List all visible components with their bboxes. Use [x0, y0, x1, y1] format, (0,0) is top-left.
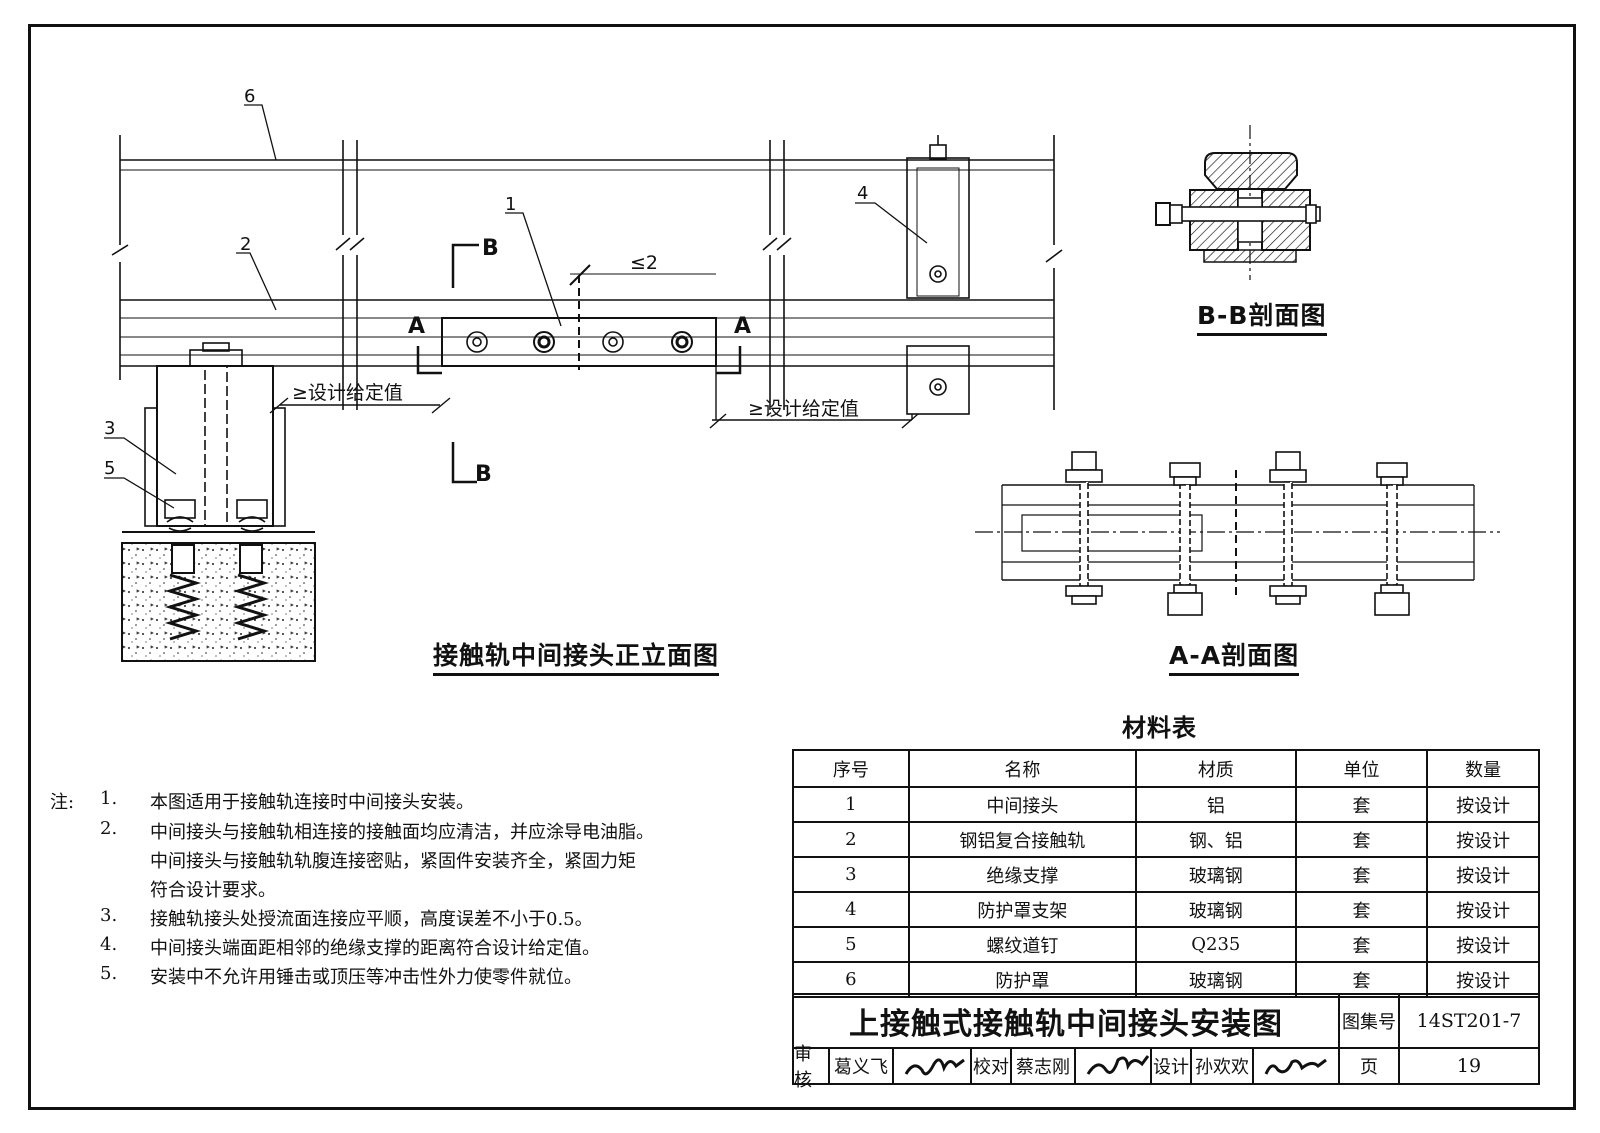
callout-4: 4 [857, 183, 869, 204]
table-cell: 1 [792, 786, 910, 823]
table-cell: 套 [1294, 856, 1429, 893]
checker-signature [1076, 1049, 1152, 1085]
section-mark-a-right: A [734, 314, 753, 339]
table-cell: 玻璃钢 [1135, 891, 1297, 928]
table-cell: 玻璃钢 [1135, 856, 1297, 893]
table-cell: 套 [1294, 821, 1429, 858]
table-cell: 防护罩支架 [907, 891, 1138, 928]
notes-lead: 注: [50, 792, 75, 813]
table-header-cell: 数量 [1426, 749, 1540, 788]
elevation-view-title: 接触轨中间接头正立面图 [433, 636, 720, 676]
table-cell: 套 [1294, 786, 1429, 823]
table-cell: 套 [1294, 926, 1429, 963]
table-cell: Q235 [1135, 926, 1297, 963]
callout-5: 5 [104, 458, 116, 479]
table-header-cell: 单位 [1294, 749, 1429, 788]
gap-label: ≤2 [630, 252, 659, 274]
section-aa-drawing [975, 451, 1500, 616]
title-block: 上接触式接触轨中间接头安装图 图集号 14ST201-7 审核 葛义飞 校对 蔡… [792, 993, 1540, 1091]
design-label: 设计 [1152, 1049, 1192, 1085]
table-header-cell: 序号 [792, 749, 910, 788]
review-label: 审核 [792, 1044, 830, 1091]
section-mark-b-top: B [482, 236, 500, 261]
reviewer-signature [894, 1049, 972, 1085]
drawing-title: 上接触式接触轨中间接头安装图 [792, 993, 1338, 1049]
atlas-number: 14ST201-7 [1400, 993, 1540, 1049]
callout-3: 3 [104, 418, 116, 439]
section-mark-a-left: A [408, 314, 427, 339]
table-cell: 4 [792, 891, 910, 928]
section-aa-title: A-A剖面图 [1169, 636, 1300, 676]
table-cell: 按设计 [1426, 786, 1540, 823]
table-cell: 中间接头 [907, 786, 1138, 823]
table-cell: 按设计 [1426, 856, 1540, 893]
table-cell: 玻璃钢 [1135, 961, 1297, 998]
table-header-row: 序号 名称 材质 单位 数量 [792, 749, 1540, 788]
table-cell: 绝缘支撑 [907, 856, 1138, 893]
reviewer-name: 葛义飞 [830, 1049, 894, 1085]
table-cell: 铝 [1135, 786, 1297, 823]
callout-2: 2 [240, 234, 252, 255]
designer-name: 孙欢欢 [1192, 1049, 1254, 1085]
atlas-label: 图集号 [1338, 993, 1400, 1049]
table-cell: 按设计 [1426, 961, 1540, 998]
page-number: 19 [1400, 1049, 1540, 1085]
table-header-cell: 名称 [907, 749, 1138, 788]
table-cell: 螺纹道钉 [907, 926, 1138, 963]
table-header-cell: 材质 [1135, 749, 1297, 788]
section-mark-b-bottom: B [475, 462, 493, 487]
table-cell: 防护罩 [907, 961, 1138, 998]
drawing-sheet-border [28, 24, 1576, 1110]
dim-left-label: ≥设计给定值 [292, 382, 403, 404]
table-cell: 3 [792, 856, 910, 893]
material-table-title: 材料表 [1122, 714, 1197, 742]
table-cell: 钢铝复合接触轨 [907, 821, 1138, 858]
checker-name: 蔡志刚 [1012, 1049, 1076, 1085]
table-cell: 按设计 [1426, 926, 1540, 963]
dim-right-label: ≥设计给定值 [748, 398, 859, 420]
callout-1: 1 [505, 194, 517, 215]
check-label: 校对 [972, 1049, 1012, 1085]
table-cell: 钢、铝 [1135, 821, 1297, 858]
callout-6: 6 [244, 86, 256, 107]
section-bb-title: B-B剖面图 [1197, 296, 1327, 336]
section-bb-drawing [1155, 125, 1321, 280]
table-cell: 套 [1294, 891, 1429, 928]
table-cell: 按设计 [1426, 821, 1540, 858]
table-cell: 套 [1294, 961, 1429, 998]
signature-scribbles [904, 1055, 1327, 1076]
designer-signature [1254, 1049, 1338, 1085]
table-cell: 5 [792, 926, 910, 963]
table-cell: 2 [792, 821, 910, 858]
table-cell: 按设计 [1426, 891, 1540, 928]
page-label: 页 [1338, 1049, 1400, 1085]
table-cell: 6 [792, 961, 910, 998]
